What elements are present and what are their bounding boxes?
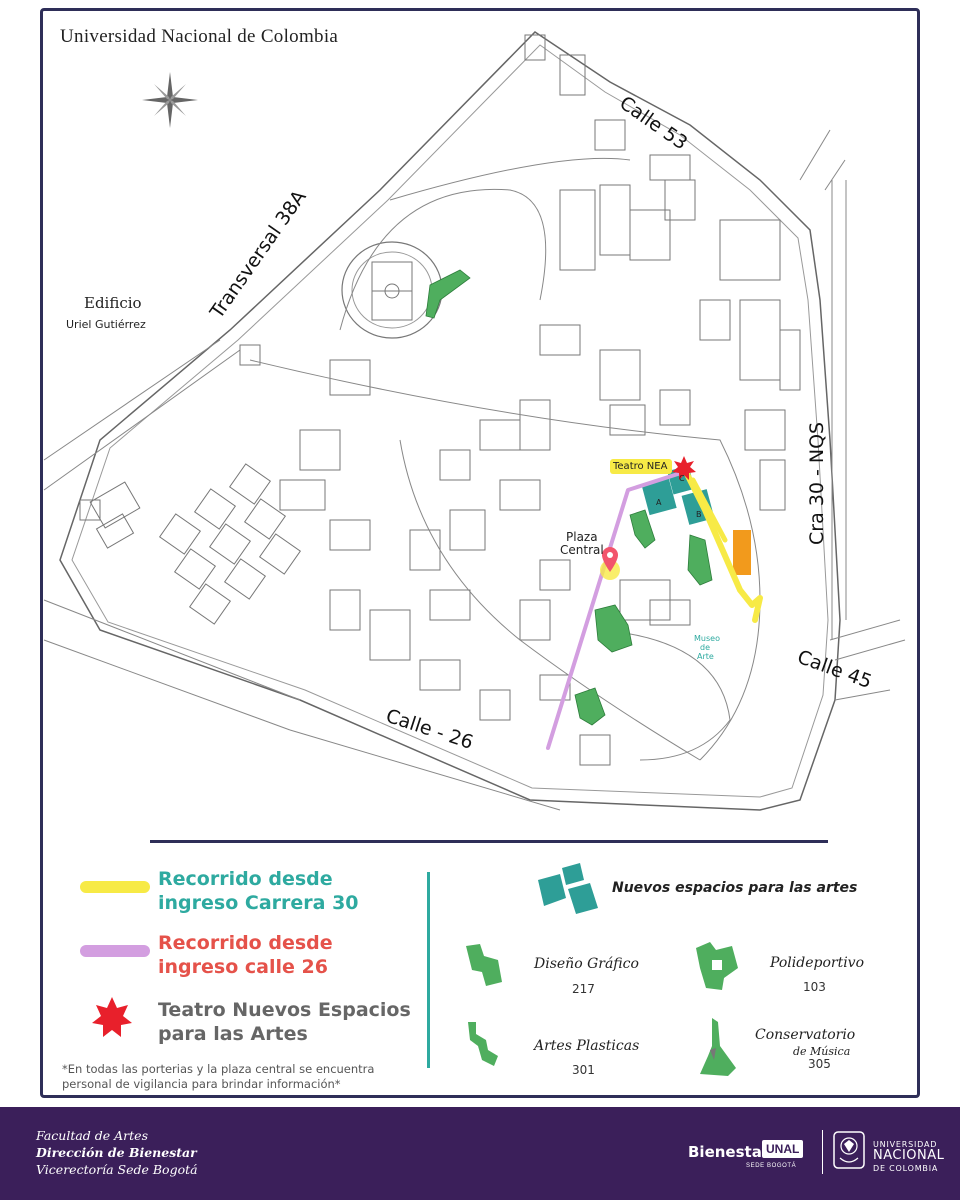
legend-poli-num: 103 (803, 980, 826, 994)
label-plaza: Plaza (566, 530, 598, 544)
diseno-grafico-icon (466, 944, 502, 986)
footer-line1: Facultad de Artes (36, 1128, 148, 1143)
legend-conservatorio-num: 305 (808, 1057, 831, 1071)
campus-buildings (79, 34, 801, 766)
bienestar-logo-text: Bienestar (688, 1143, 770, 1161)
route-calle26 (546, 470, 686, 750)
green-building-disenografico (594, 604, 633, 653)
footer-line2: Dirección de Bienestar (36, 1145, 197, 1160)
label-museo: Museo (694, 634, 720, 643)
green-building-artesplasticas (629, 509, 656, 549)
artes-plasticas-icon (468, 1022, 498, 1066)
conservatorio-icon (700, 1018, 736, 1076)
label-uriel: Uriel Gutiérrez (66, 318, 146, 331)
legend-artes-num: 301 (572, 1063, 595, 1077)
un-line3: DE COLOMBIA (873, 1164, 939, 1173)
location-pin-icon (602, 547, 618, 572)
label-central: Central (560, 543, 604, 557)
un-line1: UNIVERSIDAD (873, 1140, 938, 1149)
legend-conservatorio: Conservatorio (755, 1027, 856, 1043)
footer-line3: Vicerectoría Sede Bogotá (36, 1162, 198, 1177)
legend-diseno: Diseño Gráfico (534, 956, 639, 972)
legend-route-cra30-line2: ingreso Carrera 30 (158, 892, 359, 914)
stadium (341, 241, 443, 339)
compass-icon (142, 72, 198, 128)
label-teatro-nea: Teatro NEA (613, 461, 668, 472)
teatro-star-icon (672, 456, 696, 480)
legend-conservatorio-sub: de Música (793, 1045, 851, 1058)
security-note: *En todas las porterias y la plaza centr… (62, 1062, 375, 1091)
route-cra30 (683, 469, 763, 623)
block-a (641, 476, 677, 516)
orange-building (733, 530, 751, 575)
green-building-stadium (425, 269, 471, 319)
sports-fields (89, 463, 302, 625)
polideportivo-icon (696, 942, 738, 990)
legend-divider (150, 840, 828, 843)
teatro-nea-label-box (610, 459, 672, 474)
label-museo-arte: Arte (697, 652, 714, 661)
campus-map (43, 31, 906, 811)
legend-swatch-yellow (80, 881, 150, 893)
footer-divider (822, 1130, 823, 1174)
green-buildings (425, 269, 713, 726)
legend-new-spaces: Nuevos espacios para las artes (612, 880, 858, 896)
new-spaces-icon (538, 863, 598, 914)
sede-bogota-text: SEDE BOGOTÁ (746, 1163, 797, 1169)
legend-route-cra30-line1: Recorrido desde (158, 868, 333, 890)
green-building-conservatorio (687, 534, 713, 586)
legend-route-calle26-line2: ingreso calle 26 (158, 956, 328, 978)
legend-star-icon (92, 997, 132, 1037)
legend-route-calle26-line1: Recorrido desde (158, 932, 333, 954)
label-block-c: C (679, 474, 685, 483)
label-block-a: A (656, 498, 662, 507)
legend-teatro-line2: para las Artes (158, 1023, 308, 1045)
legend-swatch-purple (80, 945, 150, 957)
un-line2: NACIONAL (873, 1148, 945, 1163)
label-museo-de: de (700, 643, 710, 652)
map-title: Universidad Nacional de Colombia (60, 26, 339, 47)
unal-logo-box: UNAL (762, 1140, 804, 1158)
campus-boundary-inner (71, 44, 829, 798)
street-cra30: Cra 30 - NQS (806, 421, 828, 545)
legend-diseno-num: 217 (572, 982, 595, 996)
campus-boundary (59, 31, 841, 811)
legend-separator (427, 872, 430, 1068)
legend-polideportivo: Polideportivo (770, 955, 865, 971)
legend-artes: Artes Plasticas (534, 1038, 640, 1054)
university-seal-icon (833, 1131, 865, 1169)
green-building-polideportivo (574, 687, 606, 726)
label-block-b: B (696, 510, 702, 519)
legend-teatro-line1: Teatro Nuevos Espacios (158, 999, 411, 1021)
label-edificio: Edificio (84, 294, 142, 312)
